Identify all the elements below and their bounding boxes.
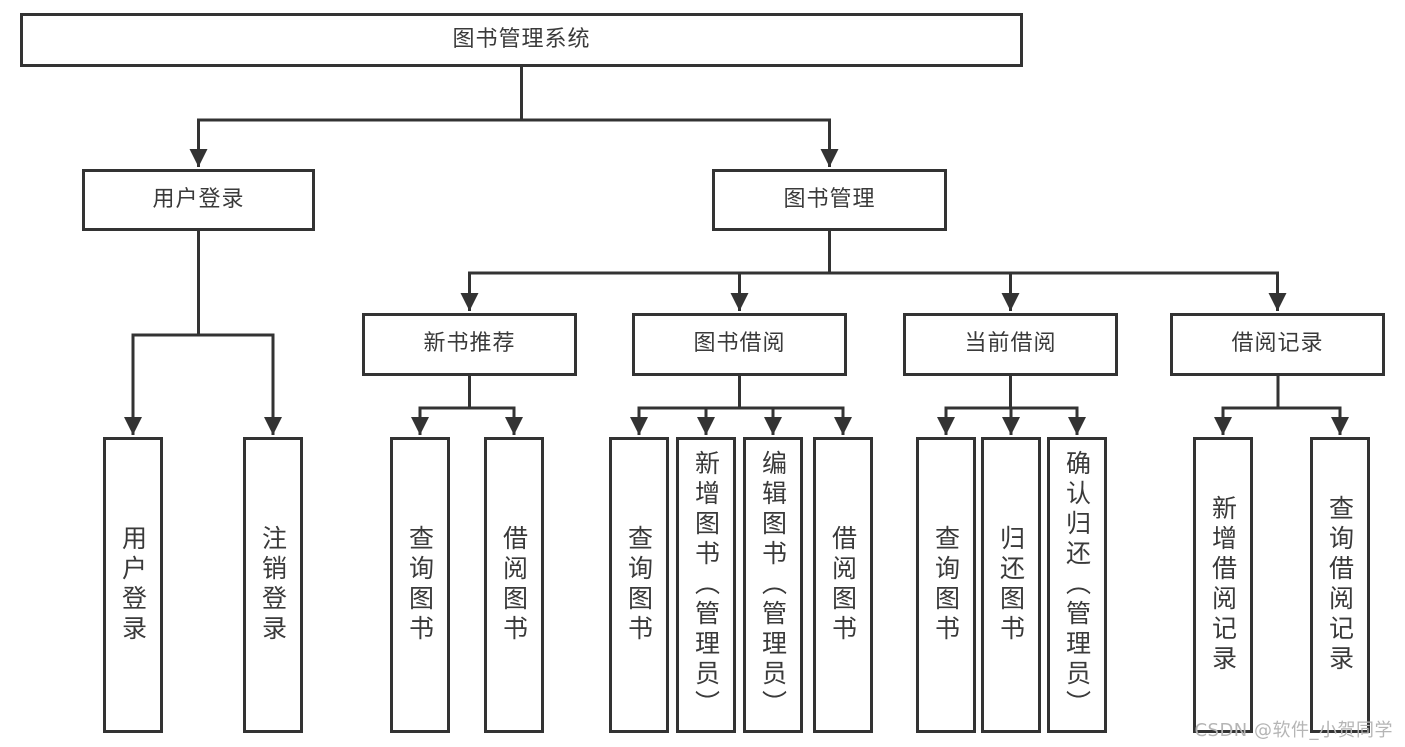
node-label: 借阅记录 (1231, 331, 1324, 357)
node-label: 新书推荐 (423, 331, 516, 357)
node-label: 图书管理系统 (452, 26, 591, 52)
node-label: 当前借阅 (964, 331, 1057, 357)
node-root: 图书管理系统 (20, 13, 1023, 67)
node-label: 图书管理 (783, 186, 876, 212)
node-label: 查询图书 (931, 525, 961, 645)
leaf-br-add-record: 新增借阅记录 (1193, 437, 1253, 733)
node-new-book-recommend: 新书推荐 (362, 313, 577, 376)
leaf-bb-query-books: 查询图书 (609, 437, 669, 733)
leaf-cb-query-books: 查询图书 (916, 437, 976, 733)
node-label: 借阅图书 (499, 525, 529, 645)
node-label: 编辑图书（管理员） (758, 450, 788, 720)
node-label: 用户登录 (118, 525, 148, 645)
leaf-user-login: 用户登录 (103, 437, 163, 733)
node-current-borrow: 当前借阅 (903, 313, 1118, 376)
leaf-br-query-record: 查询借阅记录 (1310, 437, 1370, 733)
node-label: 查询借阅记录 (1325, 495, 1355, 675)
leaf-bb-borrow-books: 借阅图书 (813, 437, 873, 733)
leaf-bb-edit-books-admin: 编辑图书（管理员） (743, 437, 803, 733)
leaf-nbr-borrow-books: 借阅图书 (484, 437, 544, 733)
node-user-login: 用户登录 (82, 169, 315, 231)
node-book-borrow: 图书借阅 (632, 313, 847, 376)
node-label: 查询图书 (405, 525, 435, 645)
node-label: 查询图书 (624, 525, 654, 645)
node-label: 新增借阅记录 (1208, 495, 1238, 675)
node-label: 新增图书（管理员） (691, 450, 721, 720)
node-label: 归还图书 (996, 525, 1026, 645)
node-label: 用户登录 (152, 186, 245, 212)
leaf-bb-add-books-admin: 新增图书（管理员） (676, 437, 736, 733)
node-label: 确认归还（管理员） (1062, 450, 1092, 720)
leaf-cb-return-books: 归还图书 (981, 437, 1041, 733)
node-label: 注销登录 (258, 525, 288, 645)
node-label: 图书借阅 (693, 331, 786, 357)
node-label: 借阅图书 (828, 525, 858, 645)
leaf-cb-confirm-return-admin: 确认归还（管理员） (1047, 437, 1107, 733)
leaf-nbr-query-books: 查询图书 (390, 437, 450, 733)
leaf-logout-login: 注销登录 (243, 437, 303, 733)
csdn-watermark: CSDN @软件_小贺同学 (1194, 720, 1393, 741)
node-book-management: 图书管理 (712, 169, 947, 231)
node-borrow-records: 借阅记录 (1170, 313, 1385, 376)
